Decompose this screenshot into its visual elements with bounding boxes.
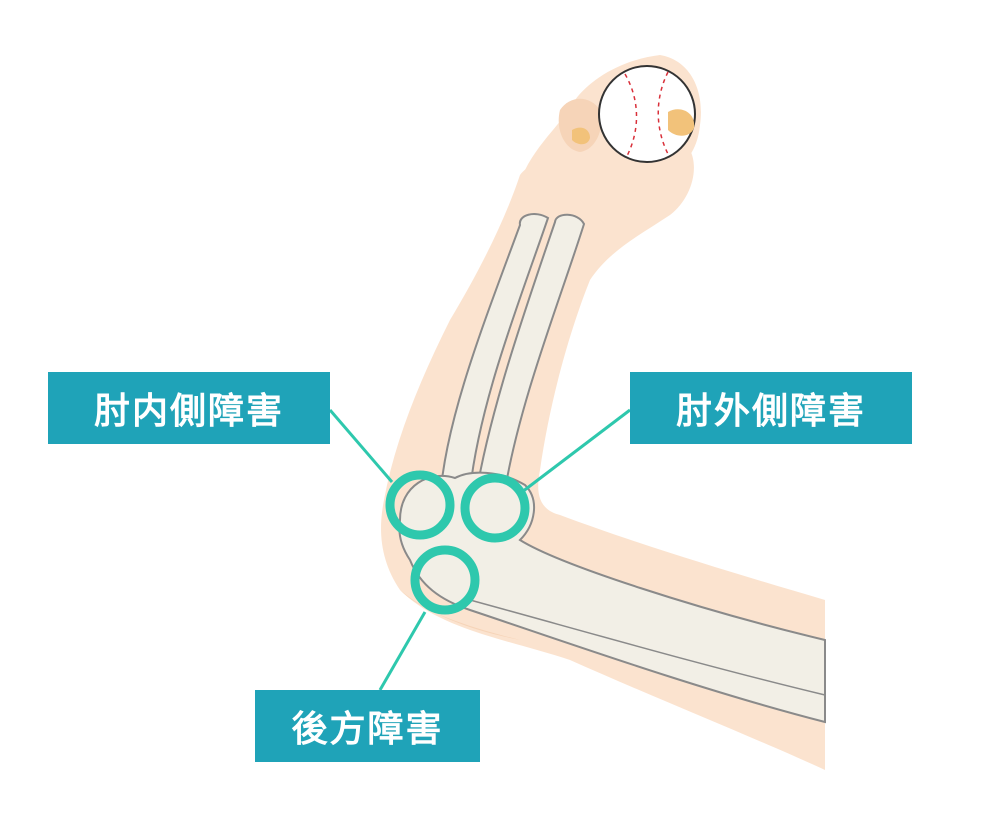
fingers — [558, 98, 602, 152]
ring-medial — [385, 470, 455, 540]
leader-line-posterior — [378, 611, 427, 691]
label-posterior-disorder: 後方障害 — [255, 690, 480, 762]
thumb — [668, 109, 695, 136]
baseball — [598, 65, 696, 163]
leader-line-medial — [328, 409, 394, 483]
finger-nail — [572, 127, 590, 145]
baseball-stitch-right — [657, 71, 669, 155]
baseball-stitch-left — [624, 73, 638, 157]
leader-line-lateral — [521, 408, 631, 494]
label-medial-elbow-disorder: 肘内側障害 — [48, 372, 330, 444]
label-lateral-elbow-disorder: 肘外側障害 — [630, 372, 912, 444]
ring-lateral — [460, 473, 530, 543]
humerus-shaft-line — [469, 599, 826, 696]
ring-posterior — [410, 545, 480, 615]
